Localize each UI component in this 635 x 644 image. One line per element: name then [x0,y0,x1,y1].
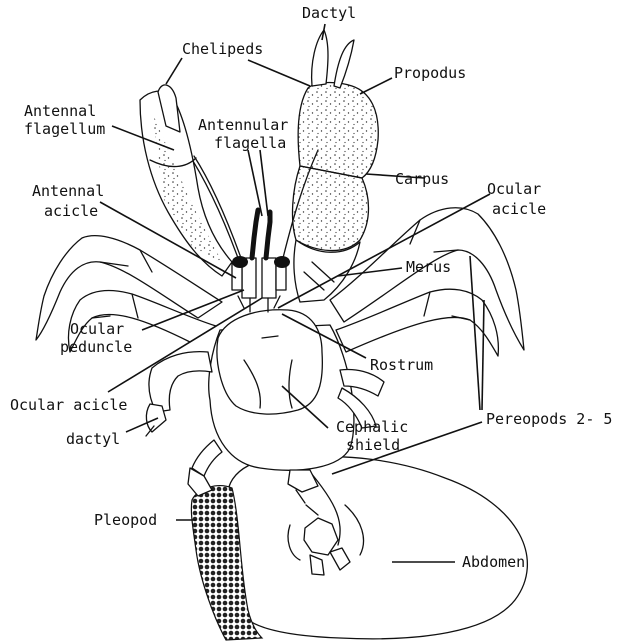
label-dactyl-lower: dactyl [66,430,120,448]
label-abdomen: Abdomen [462,553,525,571]
label-rostrum: Rostrum [370,356,433,374]
abdomen-shape [228,457,528,639]
label-merus: Merus [406,258,451,276]
label-chelipeds: Chelipeds [182,40,263,58]
label-dactyl-top: Dactyl [302,4,356,22]
label-pleopod: Pleopod [94,511,157,529]
label-pereopods: Pereopods 2- 5 [486,410,612,428]
label-antennal-flagellum: Antennal flagellum [24,102,105,138]
right-cheliped-propodus [298,83,378,179]
label-carpus: Carpus [395,170,449,188]
label-ocular-acicle-right: Ocular acicle [487,180,550,218]
label-antennular-flagella: Antennular flagella [198,116,297,152]
right-cheliped-dactyl [312,30,328,86]
label-propodus: Propodus [394,64,466,82]
right-cheliped-carpus [293,166,369,251]
label-ocular-acicle-left: Ocular acicle [10,396,127,414]
cephalic-shield [217,310,322,414]
label-ocular-peduncle: Ocular peduncle [60,320,133,356]
label-antennal-acicle: Antennal acicle [32,182,113,220]
